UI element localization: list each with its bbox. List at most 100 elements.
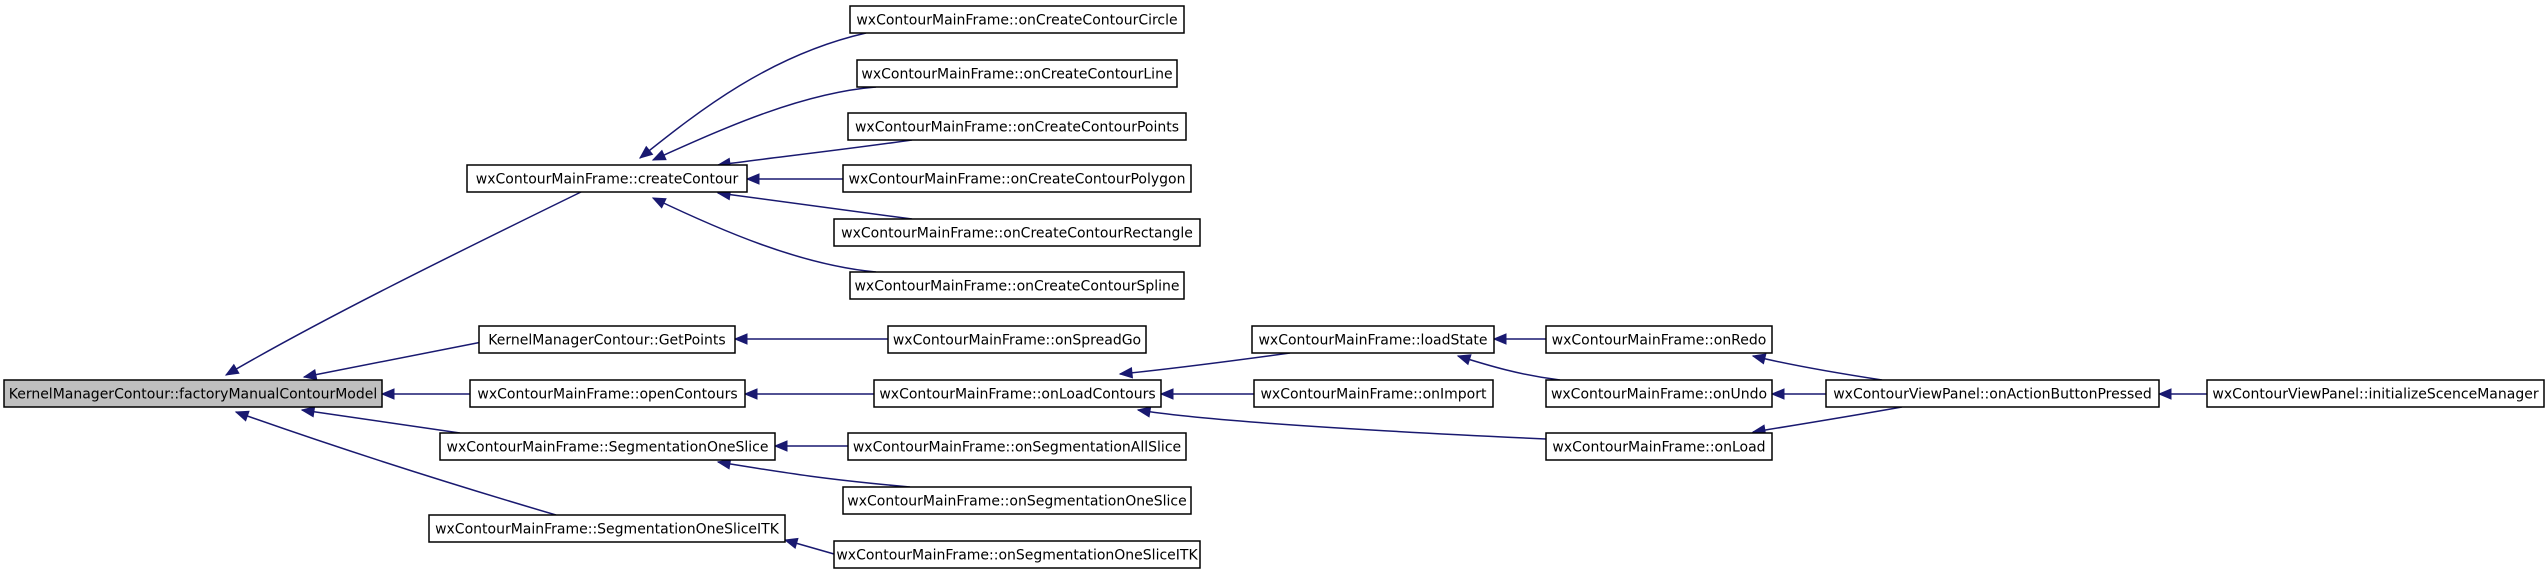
- edge-n14-to-n4: [773, 440, 848, 452]
- graph-node[interactable]: KernelManagerContour::GetPoints: [478, 325, 736, 354]
- graph-node[interactable]: wxContourMainFrame::onLoadContours: [873, 379, 1162, 408]
- node-box[interactable]: [833, 540, 1201, 569]
- edge-n6-to-n1: [638, 32, 867, 159]
- graph-node[interactable]: wxContourMainFrame::loadState: [1251, 325, 1495, 354]
- node-label: wxContourMainFrame::onSegmentationOneSli…: [836, 548, 1198, 564]
- node-label: KernelManagerContour::GetPoints: [488, 333, 725, 349]
- node-box[interactable]: [1545, 325, 1773, 354]
- edge-n5-to-n0: [234, 410, 557, 516]
- edge-n13-to-n3: [743, 388, 874, 400]
- node-box[interactable]: [1545, 379, 1773, 408]
- edge-line: [301, 409, 461, 434]
- node-box[interactable]: [439, 432, 776, 461]
- arrowhead-icon: [302, 368, 318, 381]
- graph-node[interactable]: wxContourMainFrame::createContour: [466, 164, 748, 193]
- node-label: wxContourMainFrame::onLoadContours: [879, 387, 1155, 403]
- arrowhead-icon: [651, 197, 667, 209]
- node-box[interactable]: [887, 325, 1147, 354]
- graph-node[interactable]: wxContourMainFrame::SegmentationOneSlice…: [428, 514, 786, 543]
- node-label: wxContourMainFrame::onCreateContourLine: [861, 67, 1172, 83]
- node-label: wxContourMainFrame::onSegmentationAllSli…: [853, 440, 1181, 456]
- node-label: wxContourMainFrame::SegmentationOneSlice…: [435, 522, 780, 538]
- arrowhead-icon: [1492, 333, 1507, 345]
- graph-node[interactable]: wxContourMainFrame::onSegmentationOneSli…: [842, 486, 1192, 515]
- node-box[interactable]: [842, 486, 1192, 515]
- node-label: wxContourMainFrame::onRedo: [1552, 333, 1767, 349]
- edge-n22-to-n20: [1770, 388, 1826, 400]
- edge-line: [717, 139, 913, 166]
- node-label: wxContourMainFrame::openContours: [477, 387, 737, 403]
- nodes-layer: KernelManagerContour::factoryManualConto…: [3, 5, 2545, 569]
- node-box[interactable]: [428, 514, 786, 543]
- edge-line: [717, 192, 913, 220]
- arrowhead-icon: [651, 149, 667, 161]
- graph-node[interactable]: wxContourMainFrame::onImport: [1253, 379, 1494, 408]
- arrowhead-icon: [224, 363, 240, 376]
- node-box[interactable]: [478, 325, 736, 354]
- graph-node[interactable]: wxContourMainFrame::onSegmentationOneSli…: [833, 540, 1201, 569]
- graph-node[interactable]: wxContourMainFrame::onCreateContourCircl…: [849, 5, 1185, 34]
- node-label: KernelManagerContour::factoryManualConto…: [9, 387, 378, 403]
- arrowhead-icon: [773, 440, 788, 452]
- node-box[interactable]: [469, 379, 746, 408]
- graph-node[interactable]: wxContourMainFrame::openContours: [469, 379, 746, 408]
- graph-node[interactable]: wxContourMainFrame::onCreateContourSplin…: [849, 271, 1185, 300]
- arrowhead-icon: [733, 333, 748, 345]
- node-label: wxContourMainFrame::SegmentationOneSlice: [447, 440, 769, 456]
- node-box[interactable]: [1251, 325, 1495, 354]
- node-label: wxContourMainFrame::onCreateContourSplin…: [854, 279, 1179, 295]
- graph-node-root[interactable]: KernelManagerContour::factoryManualConto…: [3, 379, 383, 408]
- arrowhead-icon: [2157, 388, 2172, 400]
- edge-line: [652, 86, 877, 161]
- edge-n9-to-n1: [745, 173, 843, 185]
- node-box[interactable]: [856, 59, 1178, 88]
- node-label: wxContourMainFrame::loadState: [1258, 333, 1487, 349]
- arrowhead-icon: [1770, 388, 1785, 400]
- node-box[interactable]: [1825, 379, 2160, 408]
- node-box[interactable]: [842, 164, 1192, 193]
- node-label: wxContourMainFrame::onSegmentationOneSli…: [847, 494, 1186, 510]
- node-box[interactable]: [849, 271, 1185, 300]
- node-box[interactable]: [1253, 379, 1494, 408]
- node-box[interactable]: [849, 5, 1185, 34]
- edge-n2-to-n0: [302, 341, 483, 381]
- edge-line: [652, 197, 877, 273]
- node-box[interactable]: [1545, 432, 1773, 461]
- edge-line: [1457, 355, 1561, 381]
- node-box[interactable]: [466, 164, 748, 193]
- node-box[interactable]: [847, 432, 1187, 461]
- graph-node[interactable]: wxContourMainFrame::onCreateContourLine: [856, 59, 1178, 88]
- arrowhead-icon: [1136, 406, 1152, 418]
- node-label: wxContourMainFrame::onCreateContourPoint…: [855, 120, 1179, 136]
- node-label: wxContourMainFrame::onUndo: [1551, 387, 1767, 403]
- edge-line: [1752, 355, 1883, 381]
- graph-node[interactable]: wxContourMainFrame::onCreateContourPolyg…: [842, 164, 1192, 193]
- arrowhead-icon: [234, 410, 250, 422]
- graph-node[interactable]: wxContourMainFrame::onRedo: [1545, 325, 1773, 354]
- edge-line: [1119, 352, 1291, 375]
- node-box[interactable]: [833, 218, 1201, 247]
- node-box[interactable]: [2206, 379, 2545, 408]
- graph-node[interactable]: wxContourMainFrame::onCreateContourRecta…: [833, 218, 1201, 247]
- node-box[interactable]: [3, 379, 383, 408]
- edge-line: [225, 191, 582, 376]
- edge-n12-to-n2: [733, 333, 888, 345]
- edge-n22-to-n19: [1751, 353, 1883, 381]
- arrowhead-icon: [1118, 367, 1134, 379]
- graph-node[interactable]: wxContourMainFrame::onCreateContourPoint…: [847, 112, 1187, 141]
- graph-node[interactable]: wxContourMainFrame::onUndo: [1545, 379, 1773, 408]
- node-box[interactable]: [847, 112, 1187, 141]
- graph-node[interactable]: wxContourViewPanel::onActionButtonPresse…: [1825, 379, 2160, 408]
- edge-line: [1137, 409, 1547, 440]
- graph-node[interactable]: wxContourMainFrame::onLoad: [1545, 432, 1773, 461]
- graph-node[interactable]: wxContourMainFrame::onSegmentationAllSli…: [847, 432, 1187, 461]
- graph-node[interactable]: wxContourMainFrame::onSpreadGo: [887, 325, 1147, 354]
- edge-n11-to-n1: [651, 197, 877, 273]
- node-box[interactable]: [873, 379, 1162, 408]
- edge-n4-to-n0: [300, 406, 461, 434]
- edge-n16-to-n5: [783, 537, 835, 555]
- graph-node[interactable]: wxContourViewPanel::initializeScenceMana…: [2206, 379, 2545, 408]
- arrowhead-icon: [743, 388, 758, 400]
- graph-node[interactable]: wxContourMainFrame::SegmentationOneSlice: [439, 432, 776, 461]
- edge-line: [717, 461, 911, 488]
